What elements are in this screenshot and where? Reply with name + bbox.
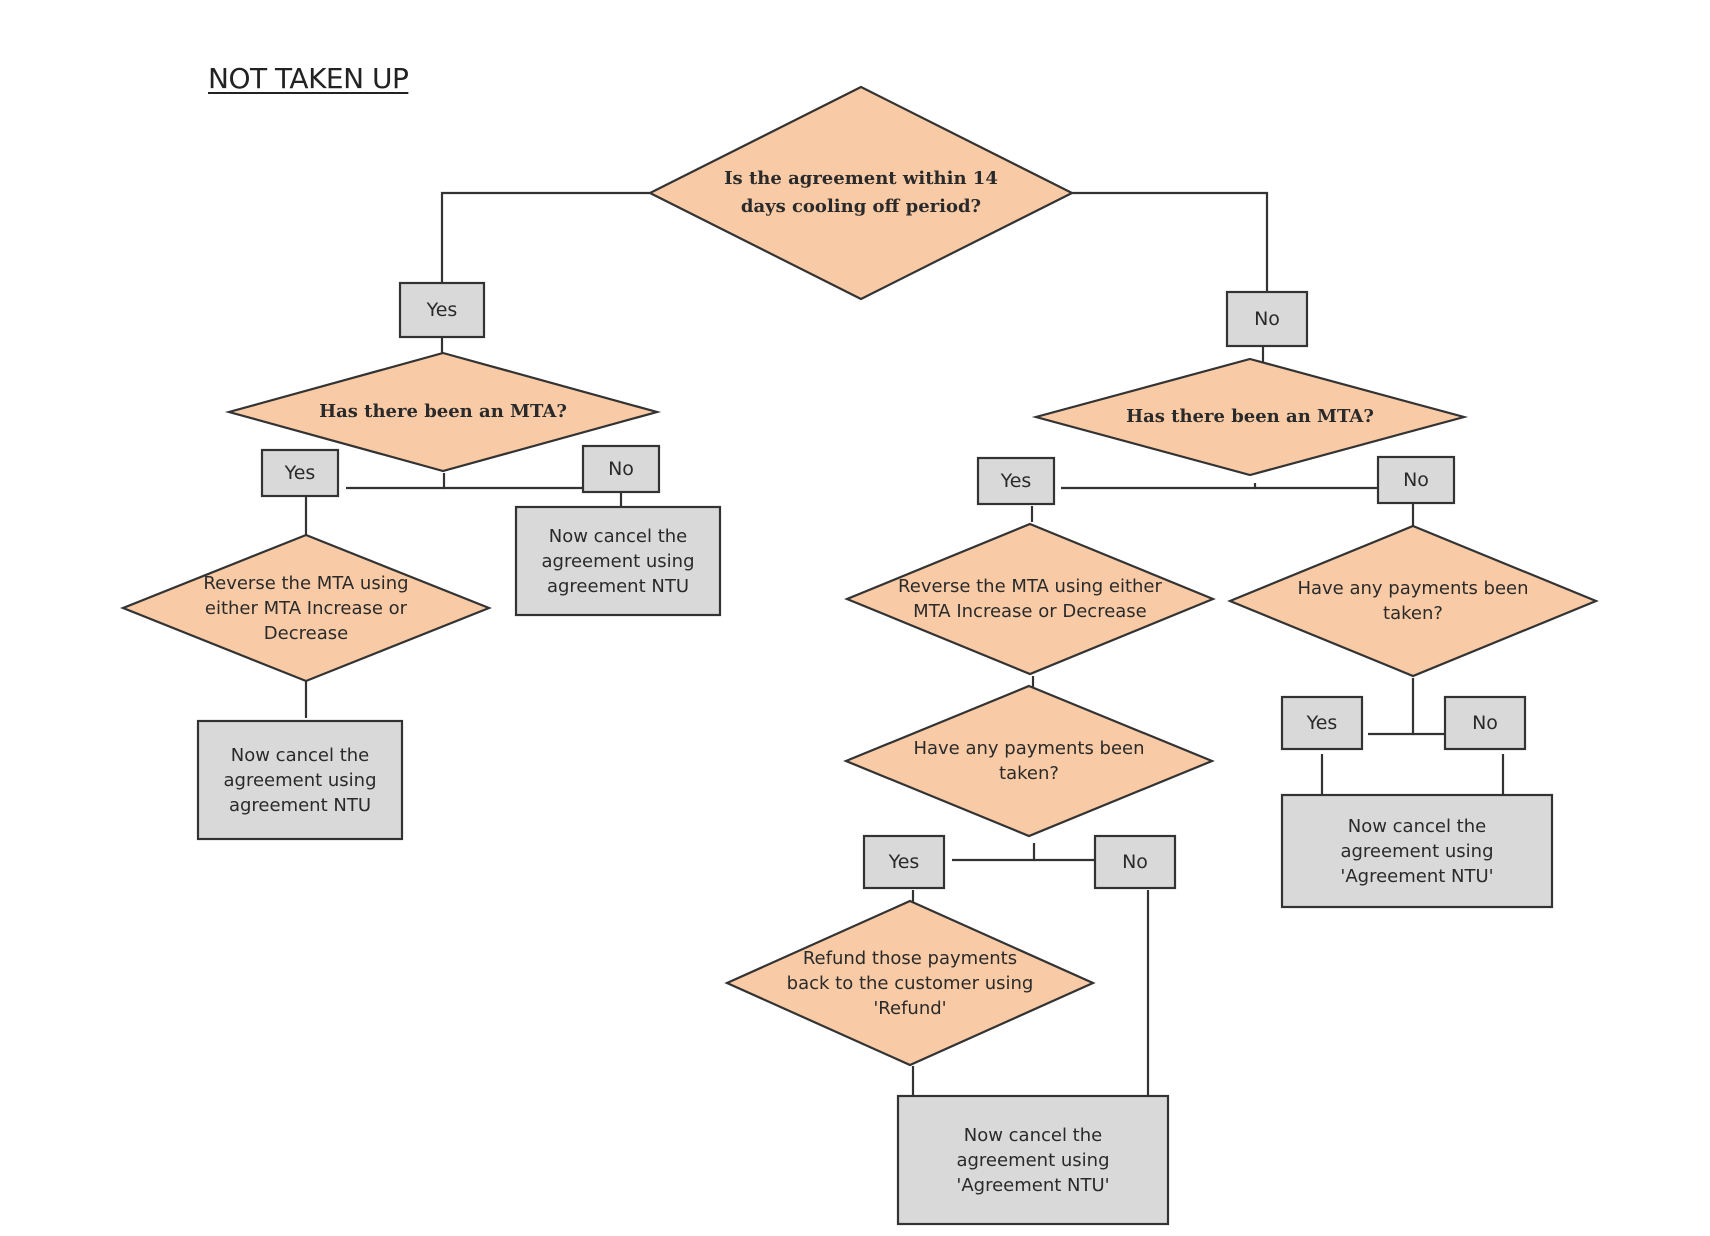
node-text-l-no-top: No	[1254, 307, 1280, 330]
node-text-l-no-pay-right: No	[1472, 711, 1498, 734]
node-text-l-no-right: No	[1403, 468, 1429, 491]
process-box-a-cancel-left-yes	[196, 719, 404, 841]
process-box-a-cancel-bottom	[896, 1094, 1170, 1226]
node-text-l-yes-pay-right: Yes	[1306, 711, 1338, 734]
decision-diamond-a-reverse-left	[120, 533, 492, 683]
node-text-l-no-left: No	[608, 457, 634, 480]
connector-line	[1368, 678, 1415, 736]
process-box-l-yes-right	[976, 456, 1056, 506]
node-text-q-payments-mid: Have any payments been taken?	[913, 738, 1145, 784]
node-text-l-yes-top: Yes	[426, 298, 458, 321]
decision-diamond-a-refund	[724, 899, 1096, 1067]
process-box-a-cancel-right	[1280, 793, 1554, 909]
process-box-l-no-pay-mid	[1093, 834, 1177, 890]
process-box-l-yes-pay-right	[1280, 695, 1364, 751]
node-text-a-refund: Refund those payments back to the custom…	[786, 947, 1034, 1019]
decision-diamond-a-reverse-right	[844, 522, 1216, 676]
process-box-l-no-right	[1376, 455, 1456, 505]
connector-line	[346, 473, 446, 490]
process-box-l-no-top	[1225, 290, 1309, 348]
node-text-a-cancel-left-no: Now cancel the agreement using agreement…	[541, 525, 695, 597]
decision-diamond-q-mta-left	[224, 351, 662, 473]
node-text-l-yes-left: Yes	[284, 461, 316, 484]
connector-line	[1072, 191, 1269, 292]
node-text-a-reverse-left: Reverse the MTA using either MTA Increas…	[203, 572, 409, 644]
node-text-a-reverse-right: Reverse the MTA using either MTA Increas…	[898, 576, 1162, 622]
process-box-l-yes-top	[398, 281, 486, 339]
decision-diamond-q-cooling-off	[647, 85, 1075, 301]
connector-line	[1061, 483, 1257, 490]
node-text-q-mta-left: Has there been an MTA?	[319, 401, 567, 422]
process-box-l-yes-pay-mid	[862, 834, 946, 890]
node-text-q-mta-right: Has there been an MTA?	[1126, 406, 1374, 427]
node-text-a-cancel-left-yes: Now cancel the agreement using agreement…	[223, 744, 377, 816]
decision-diamond-q-mta-right	[1031, 357, 1469, 477]
decision-diamond-q-payments-mid	[843, 684, 1215, 838]
node-text-l-yes-pay-mid: Yes	[888, 850, 920, 873]
node-text-l-no-pay-mid: No	[1122, 850, 1148, 873]
node-text-a-cancel-bottom: Now cancel the agreement using 'Agreemen…	[956, 1124, 1110, 1196]
node-text-q-payments-right: Have any payments been taken?	[1297, 578, 1529, 624]
node-text-a-cancel-right: Now cancel the agreement using 'Agreemen…	[1340, 815, 1494, 887]
process-box-l-no-pay-right	[1443, 695, 1527, 751]
process-box-a-cancel-left-no	[514, 505, 722, 617]
connector-line	[440, 191, 650, 283]
node-text-l-yes-right: Yes	[1000, 469, 1032, 492]
node-text-q-cooling-off: Is the agreement within 14 days cooling …	[724, 168, 998, 217]
page-title: NOT TAKEN UP	[208, 62, 409, 95]
process-box-l-no-left	[581, 444, 661, 494]
connector-line	[952, 843, 1036, 862]
process-box-l-yes-left	[260, 448, 340, 498]
decision-diamond-q-payments-right	[1227, 524, 1599, 678]
